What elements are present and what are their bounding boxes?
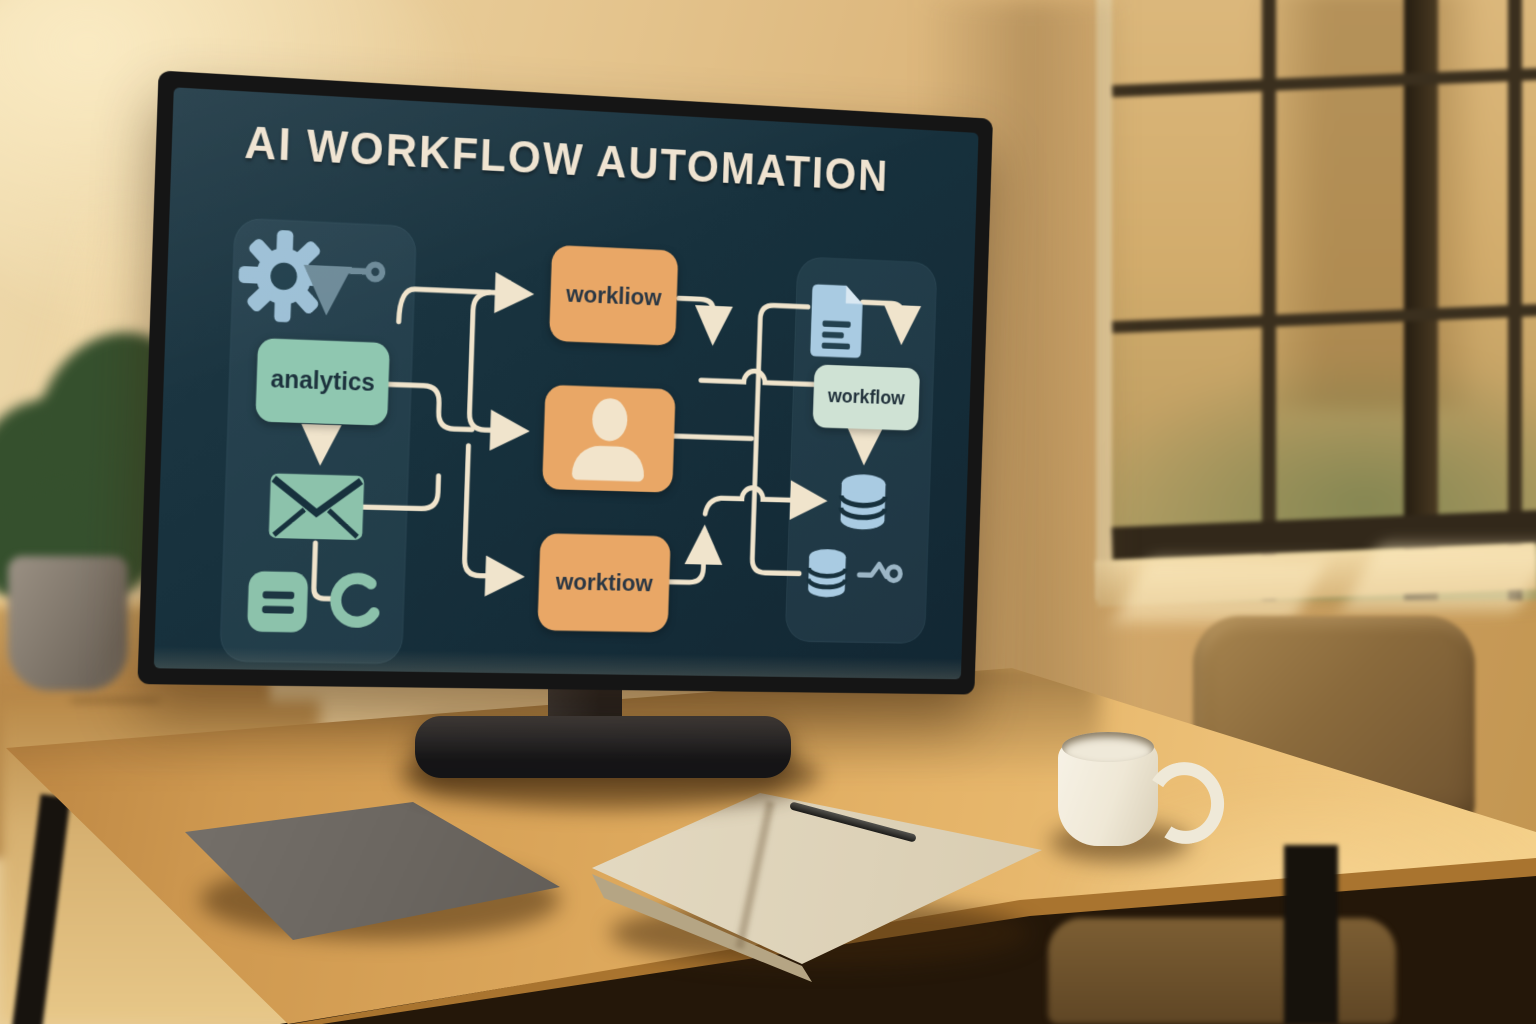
window xyxy=(1096,0,1536,600)
gear-icon xyxy=(238,229,329,323)
wall-sun-patch xyxy=(1113,560,1327,622)
window-center-mullion xyxy=(1404,0,1438,600)
window-building-view xyxy=(1252,0,1482,410)
wall-sun-patch xyxy=(1342,545,1536,611)
chair-seat xyxy=(1048,918,1396,1024)
monitor: AI WORKFLOW AUTOMATION xyxy=(137,70,993,694)
mail-icon xyxy=(269,473,365,540)
screen-glare xyxy=(153,87,979,680)
monitor-stand-base xyxy=(415,716,791,778)
list-icon xyxy=(247,570,309,633)
window-mullion xyxy=(1508,0,1522,600)
plant-pot xyxy=(8,556,128,691)
monitor-screen: AI WORKFLOW AUTOMATION xyxy=(154,87,979,679)
mug-opening xyxy=(1062,732,1154,762)
document-icon xyxy=(810,284,864,359)
flow-diagram xyxy=(154,87,979,677)
desk-leg xyxy=(1284,845,1338,1024)
window-mullion xyxy=(1262,0,1276,600)
